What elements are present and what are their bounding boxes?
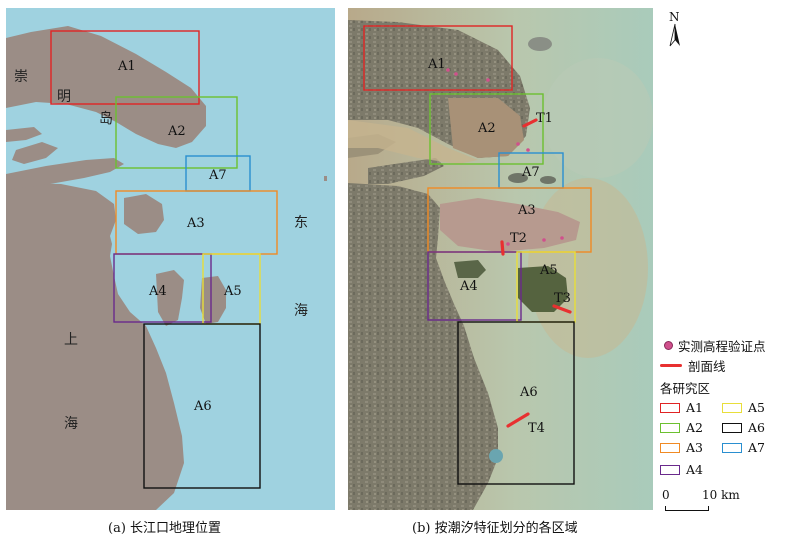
north-arrow-label: N: [669, 10, 680, 24]
islet: [324, 176, 327, 181]
legend-regions-title: 各研究区: [660, 381, 711, 396]
profile-line-icon: [660, 364, 682, 367]
islet-a7-1: [508, 173, 528, 183]
shanghai-mainland: [6, 183, 184, 510]
label-a2-sat: A2: [477, 121, 496, 136]
reservoir: [489, 449, 503, 463]
label-shang: 上: [64, 332, 78, 348]
region-a1-box-sat: [363, 25, 513, 91]
validation-point: [526, 148, 530, 152]
tidal-flat-a3: [440, 198, 580, 252]
label-dao: 岛: [99, 111, 113, 127]
validation-point: [446, 68, 450, 72]
label-a4-sat: A4: [459, 279, 478, 294]
validation-point: [516, 142, 520, 146]
label-a7-sat: A7: [521, 165, 540, 180]
chongming-island: [6, 26, 206, 148]
label-t4: T4: [528, 421, 545, 436]
label-a5-sat: A5: [539, 263, 558, 278]
vegetated-shoal-a4: [454, 260, 486, 278]
north-arrow-icon: N: [669, 10, 680, 47]
scale-bar-line: [665, 506, 709, 511]
label-dong: 东: [294, 215, 308, 231]
islet-a7-2: [540, 176, 556, 184]
islet-top: [528, 37, 552, 51]
validation-point-icon: [664, 341, 673, 350]
label-t2: T2: [510, 231, 527, 246]
scale-distance: 10 km: [702, 488, 740, 502]
profile-line-t4: [506, 412, 530, 428]
label-t3: T3: [554, 291, 571, 306]
region-a1-box: [50, 30, 200, 105]
label-hai-city: 海: [64, 416, 78, 432]
changxing-sat: [368, 158, 444, 184]
sediment-plume-2: [543, 58, 653, 178]
jiuduansha-shoal: [124, 194, 164, 234]
label-a1: A1: [117, 59, 136, 74]
map-panel-a: A1 A2 A7 A3 A4 A5 A6 崇 明 岛 东 海 上 海: [6, 8, 335, 510]
label-a3: A3: [186, 216, 205, 231]
label-a4: A4: [148, 284, 167, 299]
profile-line-t1: [522, 118, 538, 128]
hengsha-island: [12, 142, 58, 164]
label-a6-sat: A6: [519, 385, 538, 400]
label-ming: 明: [57, 89, 71, 105]
profile-line-t2: [500, 240, 505, 256]
profile-line-t3: [552, 304, 572, 314]
changxing-main: [6, 158, 124, 190]
label-t1: T1: [536, 111, 553, 126]
mainland-urban: [348, 183, 498, 510]
region-a2-box-sat: [429, 93, 544, 165]
scale-bar: 0 10 km: [662, 488, 742, 518]
validation-point: [542, 238, 546, 242]
validation-point: [486, 78, 490, 82]
vegetated-shoal-a5: [518, 266, 568, 312]
region-a4-box: [113, 253, 212, 323]
label-a6: A6: [193, 399, 212, 414]
map-b-canvas: A1 A2 A7 A3 A4 A5 A6 T1 T2 T3 T4: [348, 8, 653, 510]
region-a6-box: [143, 323, 261, 489]
validation-point: [454, 72, 458, 76]
caption-a: (a) 长江口地理位置: [108, 521, 222, 536]
shoal-a4: [156, 270, 184, 326]
label-a5: A5: [223, 284, 242, 299]
region-a2-box: [115, 96, 238, 169]
label-a7: A7: [208, 168, 227, 183]
map-a-canvas: A1 A2 A7 A3 A4 A5 A6 崇 明 岛 东 海 上 海: [6, 26, 327, 510]
label-chong: 崇: [14, 69, 28, 85]
legend-profile-label: 剖面线: [688, 359, 726, 374]
legend-validation-label: 实测高程验证点: [678, 339, 766, 354]
validation-point: [560, 236, 564, 240]
label-a2: A2: [167, 124, 186, 139]
caption-b: (b) 按潮汐特征划分的各区域: [412, 521, 578, 536]
map-panel-b: A1 A2 A7 A3 A4 A5 A6 T1 T2 T3 T4: [348, 8, 653, 510]
tidal-flat-a2: [448, 98, 524, 158]
validation-points: [446, 68, 564, 246]
region-a4-box-sat: [427, 251, 522, 321]
shoal-a5: [200, 276, 226, 324]
scale-zero: 0: [662, 488, 670, 502]
region-a6-box-sat: [457, 321, 575, 485]
validation-point: [506, 242, 510, 246]
changxing-island: [6, 127, 42, 142]
river-channel: [348, 120, 478, 164]
label-a3-sat: A3: [517, 203, 536, 218]
label-hai-sea: 海: [294, 303, 308, 319]
label-a1-sat: A1: [427, 57, 446, 72]
